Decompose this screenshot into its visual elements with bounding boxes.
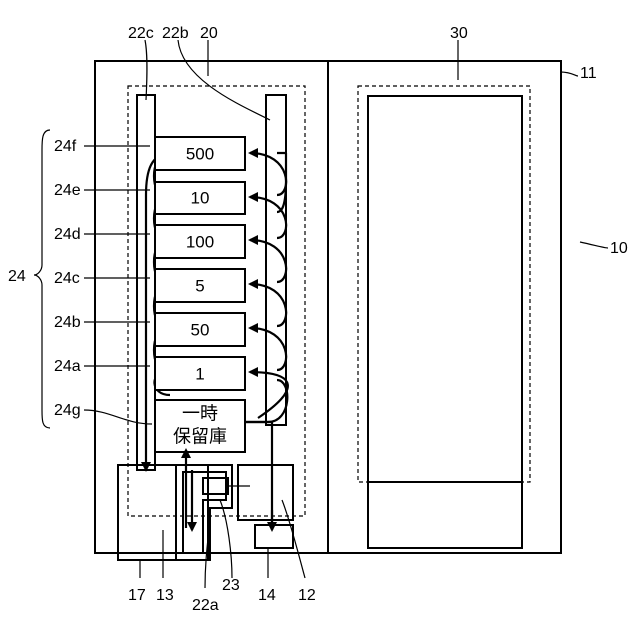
group-bracket — [34, 130, 50, 428]
label-13: 13 — [156, 587, 174, 604]
temp-storage-24g: 一時 保留庫 — [155, 400, 245, 452]
label-24a: 24a — [54, 358, 81, 375]
coin-box-label: 5 — [195, 277, 204, 296]
component-12 — [238, 465, 293, 520]
label-24d: 24d — [54, 226, 81, 243]
coin-box-24b: 50 — [155, 313, 245, 346]
coin-box-24c: 5 — [155, 269, 245, 302]
label-24b: 24b — [54, 314, 81, 331]
sensor-23 — [203, 478, 228, 494]
coin-box-24f: 500 — [155, 137, 245, 170]
coin-box-label: 50 — [191, 321, 210, 340]
label-10: 10 — [610, 240, 628, 257]
conduit-22a-inner — [183, 472, 226, 553]
coin-box-label: 1 — [195, 365, 204, 384]
label-20: 20 — [200, 25, 218, 42]
label-22a: 22a — [192, 597, 219, 614]
label-22c: 22c — [128, 25, 154, 42]
label-17: 17 — [128, 587, 146, 604]
label-30: 30 — [450, 25, 468, 42]
label-24: 24 — [8, 268, 26, 285]
label-11: 11 — [580, 65, 597, 82]
door-panel — [368, 96, 522, 548]
label-24f: 24f — [54, 138, 77, 155]
label-24g: 24g — [54, 402, 81, 419]
coin-box-24e: 10 — [155, 182, 245, 214]
label-12: 12 — [298, 587, 316, 604]
unit-30-outline — [358, 86, 530, 482]
coin-box-label: 100 — [186, 233, 214, 252]
label-24e: 24e — [54, 182, 81, 199]
coin-box-label: 10 — [191, 189, 210, 208]
temp-storage-line2: 保留庫 — [173, 427, 227, 448]
return-path — [245, 422, 272, 528]
coin-box-24a: 1 — [155, 357, 245, 390]
component-14 — [255, 525, 293, 548]
reference-labels: 22c 22b 20 30 11 10 24 24f 24e 24d 24c 2… — [8, 25, 628, 614]
coin-box-24d: 100 — [155, 225, 245, 258]
coin-box-label: 500 — [186, 145, 214, 164]
label-22b: 22b — [162, 25, 189, 42]
label-23: 23 — [222, 577, 240, 594]
label-24c: 24c — [54, 270, 80, 287]
label-14: 14 — [258, 587, 276, 604]
temp-storage-line1: 一時 — [182, 404, 218, 425]
